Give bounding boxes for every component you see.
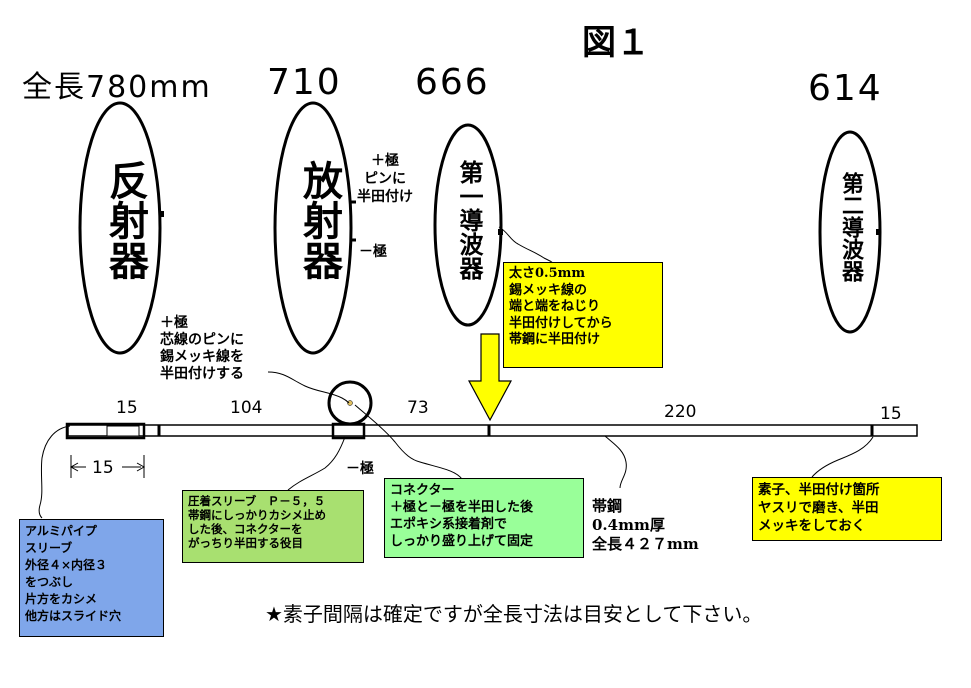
dim-220: 220 (664, 402, 697, 422)
director1-stub (498, 229, 503, 235)
dim-arrowhead-left (69, 462, 79, 472)
dim-15-b: 15 (880, 404, 902, 424)
director1-label: 第一導波器 (455, 160, 484, 280)
dim-15-a: 15 (116, 398, 138, 418)
connector-pin (347, 400, 353, 406)
director1-length: 666 (415, 62, 490, 103)
leader-band (604, 435, 627, 489)
figure-title: 図１ (582, 23, 650, 63)
boom-band (67, 424, 918, 437)
pipe-note: アルミパイプ スリーブ 外径４×内径３ をつぶし 片方をカシメ 他方はスライド穴 (19, 519, 164, 637)
wire-note: 太さ0.5mm 錫メッキ線の 端と端をねじり 半田付けしてから 帯鋼に半田付け (503, 262, 663, 368)
pipe-sleeve-inner (106, 425, 140, 437)
director2-label: 第二導波器 (838, 172, 864, 282)
radiator-length: 710 (267, 62, 342, 103)
leader-sleeve (287, 436, 346, 491)
band-steel-label: 帯鋼 0.4mm厚 全長４２７mm (592, 497, 699, 553)
dim-73: 73 (407, 398, 429, 418)
connector-note: コネクター ＋極と－極を半田した後 エポキシ系接着剤で しっかり盛り上げて固定 (384, 478, 584, 558)
total-length-label: 全長780mm (22, 70, 212, 105)
plus-pin-label: ＋極 ピンに 半田付け (357, 153, 413, 205)
minus-pole-top-label: －極 (359, 244, 387, 260)
dim-104: 104 (230, 398, 263, 418)
leader-wire (498, 226, 554, 264)
leader-core-pin (267, 371, 350, 404)
leader-tip (811, 436, 874, 478)
radiator-ellipse (273, 101, 353, 355)
reflector-label: 反射器 (102, 160, 149, 280)
director1-ellipse (433, 123, 503, 327)
connector-circle (327, 380, 373, 426)
leader-connector (354, 404, 463, 480)
minus-pole-bottom-label: －極 (346, 461, 374, 477)
core-pin-label: ＋極 芯線のピンに 錫メッキ線を 半田付けする (160, 315, 244, 382)
element-tip-note: 素子、半田付け箇所 ヤスリで磨き、半田 メッキをしておく (752, 477, 942, 541)
dim-arrowhead-right (136, 462, 146, 472)
footer-note: ★素子間隔は確定ですが全長寸法は目安として下さい。 (265, 602, 763, 626)
reflector-stub (159, 211, 164, 217)
reflector-ellipse (78, 101, 162, 355)
director2-stub (876, 229, 881, 235)
leader-pipe (38, 425, 71, 519)
director2-length: 614 (808, 68, 883, 109)
sleeve-note: 圧着スリーブ Ｐ－５，５ 帯鋼にしっかりカシメ止め した後、コネクターを がっち… (182, 490, 364, 563)
down-arrow (467, 333, 513, 422)
dim-15-c: 15 (91, 458, 115, 478)
pipe-sleeve-outer (65, 422, 146, 440)
radiator-label: 放射器 (296, 160, 343, 280)
